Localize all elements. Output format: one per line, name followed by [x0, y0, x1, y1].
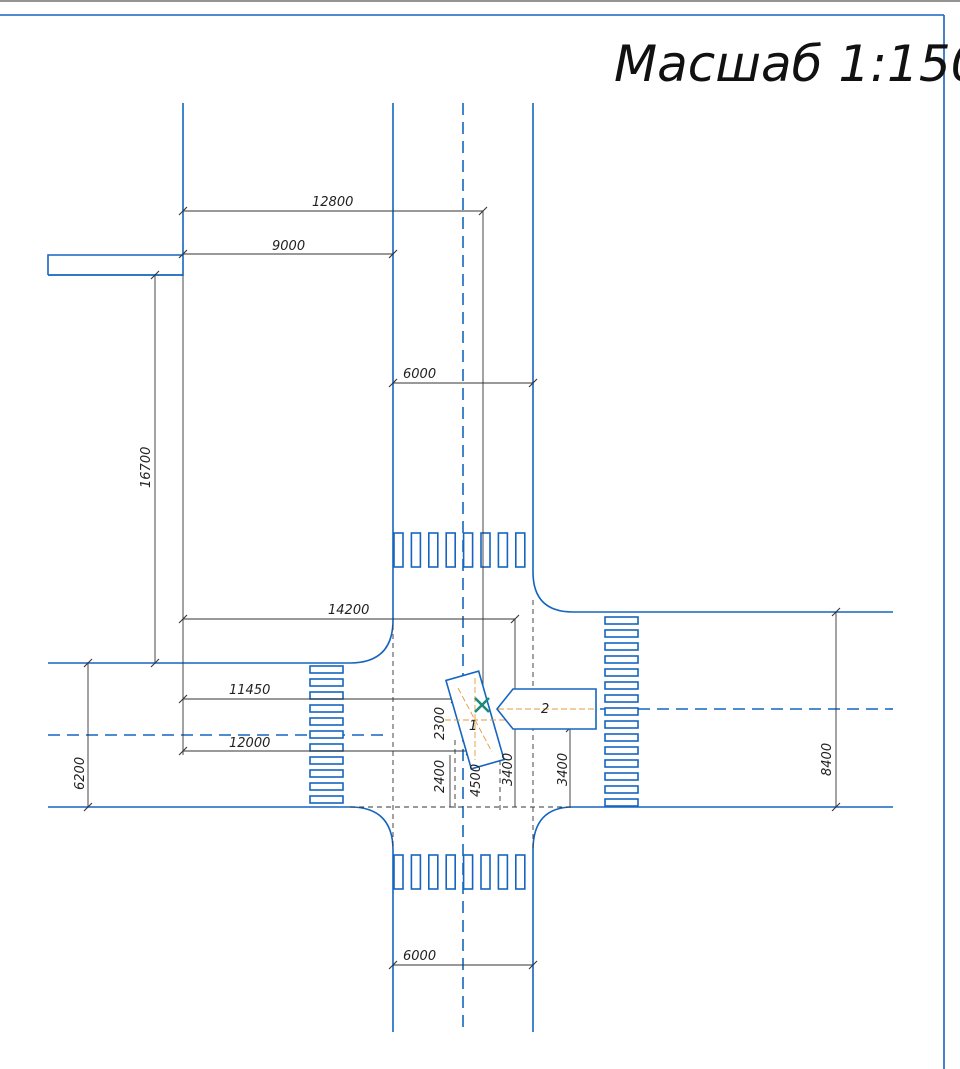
- crosswalk-stripe: [393, 532, 404, 568]
- crosswalk-stripe: [427, 854, 439, 890]
- crosswalk-stripe: [604, 629, 639, 638]
- vehicle-1-label: 1: [469, 719, 477, 734]
- vehicle-1: 1: [444, 670, 506, 770]
- crosswalk-stripe: [309, 743, 344, 752]
- crosswalk-stripe: [604, 733, 639, 742]
- dimension-labels: 12800 9000 6000 16700 14200 11450 12000 …: [73, 195, 835, 964]
- crosswalk-west: [309, 665, 344, 804]
- crosswalk-stripe: [497, 854, 509, 890]
- crosswalk-stripe: [604, 694, 639, 703]
- crosswalk-stripe: [309, 704, 344, 713]
- scale-title: Масшаб 1:150: [614, 35, 960, 93]
- crosswalk-stripe: [604, 798, 639, 807]
- crosswalk-stripe: [514, 532, 526, 568]
- crosswalk-stripe: [309, 665, 344, 674]
- dim-label-2300: 2300: [433, 707, 448, 740]
- crosswalk-stripe: [309, 691, 344, 700]
- crosswalk-stripe: [309, 717, 344, 726]
- crosswalk-stripe: [604, 720, 639, 729]
- crosswalk-stripe: [604, 681, 639, 690]
- crosswalk-stripe: [410, 532, 422, 568]
- crosswalk-east: [604, 616, 639, 807]
- crosswalk-stripe: [604, 759, 639, 768]
- vehicle-2-label: 2: [541, 702, 549, 717]
- crosswalk-stripe: [604, 707, 639, 716]
- dim-label-9000: 9000: [272, 239, 305, 254]
- crosswalk-stripe: [309, 769, 344, 778]
- crosswalk-stripe: [410, 854, 422, 890]
- crosswalk-stripe: [445, 532, 457, 568]
- crosswalk-stripe: [480, 532, 491, 568]
- auxiliary-lines: [350, 600, 573, 850]
- crosswalk-stripe: [497, 532, 509, 568]
- collision-point-icon: [474, 697, 490, 713]
- crosswalk-stripe: [427, 532, 439, 568]
- dim-label-12800: 12800: [312, 195, 353, 210]
- crosswalk-stripe: [604, 746, 639, 755]
- dim-label-2400: 2400: [433, 760, 448, 793]
- crosswalk-south: [393, 854, 526, 890]
- vehicle-2: 2: [495, 688, 597, 730]
- dim-label-4500: 4500: [469, 764, 484, 797]
- dim-label-12000: 12000: [229, 736, 270, 751]
- crosswalk-stripe: [309, 730, 344, 739]
- dim-label-3400-b: 3400: [556, 753, 571, 786]
- crosswalk-stripe: [309, 782, 344, 791]
- crosswalk-stripe: [604, 668, 639, 677]
- crosswalk-stripe: [445, 854, 457, 890]
- dim-label-14200: 14200: [328, 603, 369, 618]
- crosswalk-stripe: [462, 532, 474, 568]
- dim-label-3400-a: 3400: [501, 753, 516, 786]
- crosswalk-stripe: [393, 854, 404, 890]
- dim-label-6000-bottom: 6000: [403, 949, 436, 964]
- crosswalk-stripe: [309, 756, 344, 765]
- crosswalk-stripe: [480, 854, 491, 890]
- crosswalk-stripe: [514, 854, 526, 890]
- crosswalk-stripe: [604, 785, 639, 794]
- dim-label-16700: 16700: [139, 447, 154, 488]
- crosswalk-stripe: [604, 616, 639, 625]
- dim-label-11450: 11450: [229, 683, 270, 698]
- dim-label-8400: 8400: [820, 743, 835, 776]
- dimension-lines: [83, 206, 841, 970]
- crosswalk-stripe: [604, 655, 639, 664]
- crosswalk-north: [393, 532, 526, 568]
- dim-label-6200: 6200: [73, 757, 88, 790]
- crosswalk-stripe: [309, 795, 344, 804]
- crosswalk-stripe: [604, 642, 639, 651]
- crosswalk-stripe: [604, 772, 639, 781]
- crosswalk-stripe: [462, 854, 474, 890]
- dim-label-6000-top: 6000: [403, 367, 436, 382]
- crosswalk-stripe: [309, 678, 344, 687]
